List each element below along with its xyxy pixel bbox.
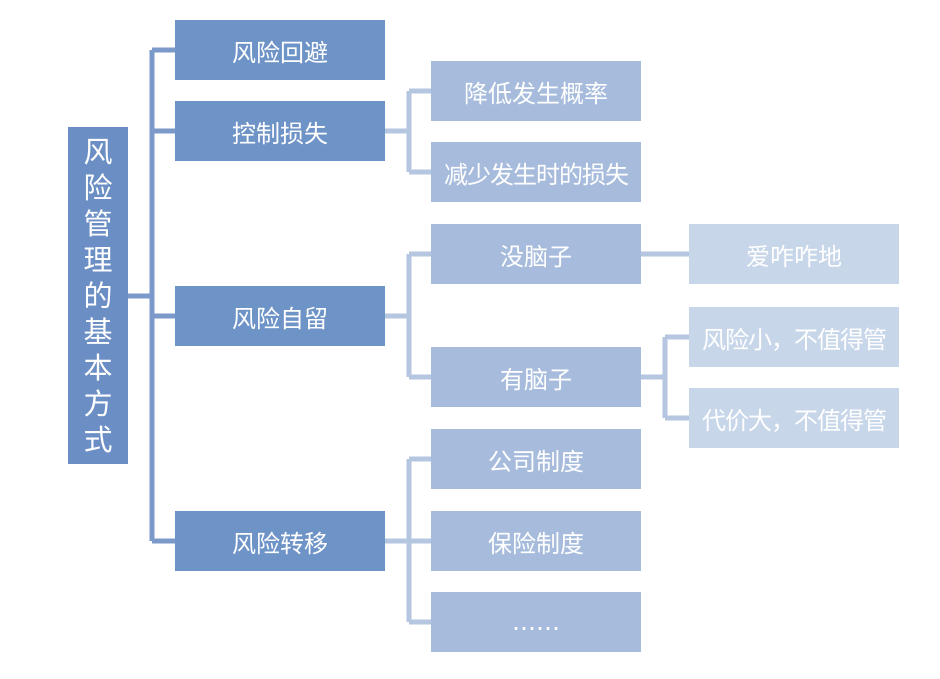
node-ellipsis: …… xyxy=(431,592,641,652)
node-reduce-probability: 降低发生概率 xyxy=(431,61,641,121)
node-label: 爱咋咋地 xyxy=(746,242,842,271)
node-label: 有脑子 xyxy=(500,365,572,394)
connector-control-loss xyxy=(385,88,431,175)
node-risk-retention: 风险自留 xyxy=(175,286,385,346)
root-node-label: 风险管理的基本方式 xyxy=(83,134,113,457)
node-label: 代价大，不值得管 xyxy=(702,406,887,435)
node-small-risk: 风险小，不值得管 xyxy=(689,307,899,367)
node-company-policy: 公司制度 xyxy=(431,429,641,489)
node-label: 风险转移 xyxy=(232,529,328,558)
node-label: 风险回避 xyxy=(232,38,328,67)
node-label: 公司制度 xyxy=(488,447,584,476)
node-label: 降低发生概率 xyxy=(464,79,608,108)
node-control-loss: 控制损失 xyxy=(175,101,385,161)
connector-root xyxy=(128,47,175,544)
node-label: 没脑子 xyxy=(500,242,572,271)
node-label: 减少发生时的损失 xyxy=(444,160,629,189)
node-reduce-loss: 减少发生时的损失 xyxy=(431,142,641,202)
node-label: 控制损失 xyxy=(232,119,328,148)
node-label: 风险自留 xyxy=(232,304,328,333)
node-has-brain: 有脑子 xyxy=(431,347,641,407)
node-risk-transfer: 风险转移 xyxy=(175,511,385,571)
node-insurance-policy: 保险制度 xyxy=(431,511,641,571)
node-label: 保险制度 xyxy=(488,529,584,558)
node-label: 风险小，不值得管 xyxy=(702,325,887,354)
node-whatever: 爱咋咋地 xyxy=(689,224,899,284)
node-no-brain: 没脑子 xyxy=(431,224,641,284)
connector-transfer xyxy=(385,456,431,625)
node-label: …… xyxy=(512,608,560,636)
connector-retention xyxy=(385,251,431,380)
root-node-risk-management-methods: 风险管理的基本方式 xyxy=(68,127,128,464)
node-high-cost: 代价大，不值得管 xyxy=(689,388,899,448)
node-risk-avoidance: 风险回避 xyxy=(175,20,385,80)
connector-has-brain xyxy=(641,334,689,421)
